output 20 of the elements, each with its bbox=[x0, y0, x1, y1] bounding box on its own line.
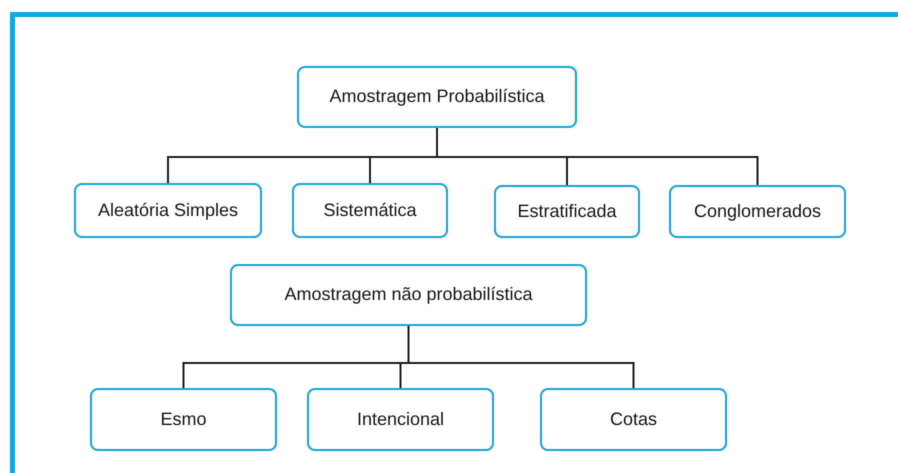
category-box bbox=[494, 185, 640, 238]
box-label: Estratificada bbox=[517, 200, 617, 222]
category-box bbox=[292, 183, 448, 238]
box-label: Conglomerados bbox=[694, 200, 822, 222]
connector-line bbox=[408, 326, 634, 388]
box-label: Esmo bbox=[160, 408, 206, 430]
box-label: Amostragem não probabilística bbox=[284, 284, 533, 306]
category-box bbox=[669, 185, 846, 238]
category-box bbox=[540, 388, 727, 451]
box-label: Aleatória Simples bbox=[98, 200, 238, 222]
box-label: Sistemática bbox=[323, 200, 417, 222]
category-box bbox=[307, 388, 494, 451]
box-label: Cotas bbox=[610, 408, 658, 430]
connector-line bbox=[436, 128, 758, 185]
category-box bbox=[74, 183, 262, 238]
category-box bbox=[297, 66, 577, 128]
box-label: Intencional bbox=[356, 408, 444, 430]
category-box bbox=[230, 264, 587, 326]
category-box bbox=[90, 388, 277, 451]
box-label: Amostragem Probabilística bbox=[329, 86, 545, 108]
